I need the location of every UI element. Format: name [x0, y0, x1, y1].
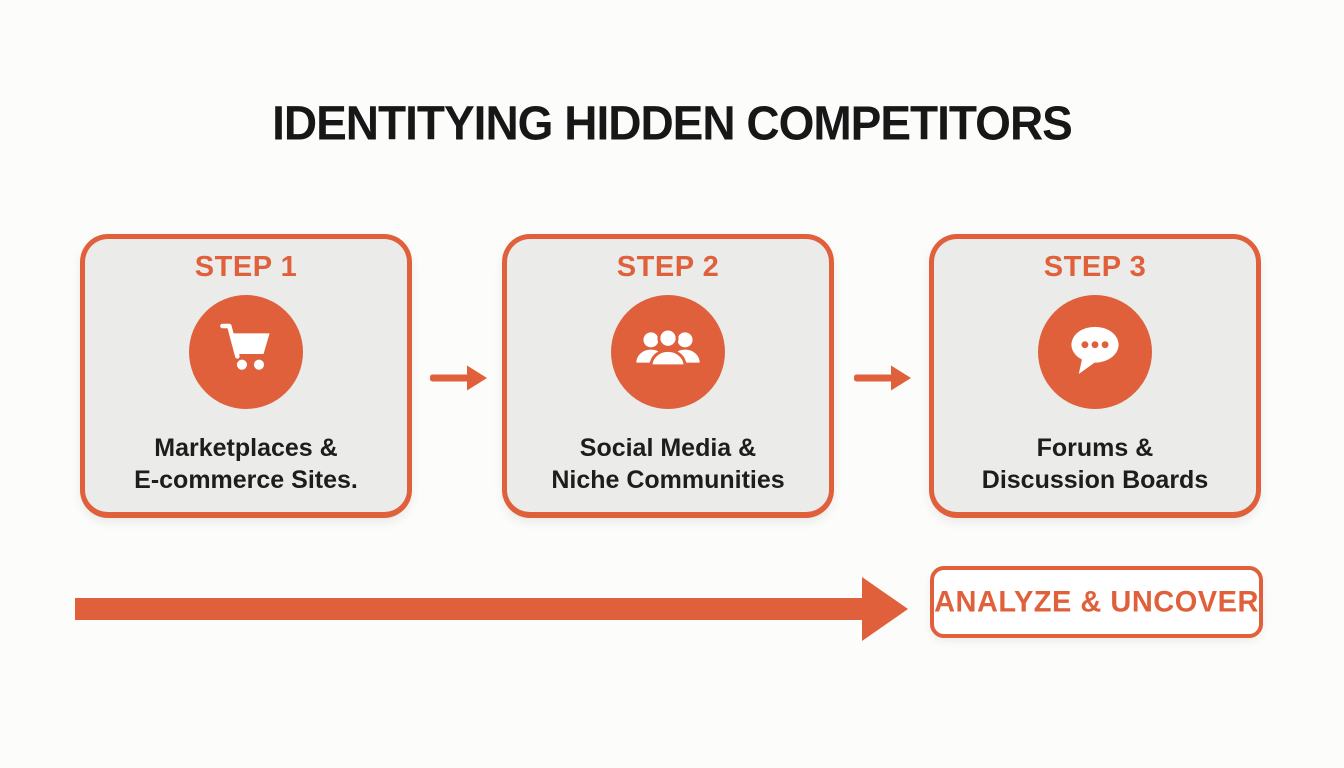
step-card-2: STEP 2 Social Media & Niche Communities	[502, 234, 834, 518]
step-card-3: STEP 3 Forums & Discussion Boards	[929, 234, 1261, 518]
analyze-uncover-box: ANALYZE & UNCOVER	[930, 566, 1263, 638]
step-3-text-line1: Forums &	[1036, 434, 1154, 462]
step-1-text-line1: Marketplaces &	[154, 434, 338, 462]
connector-arrow-1	[430, 358, 488, 403]
step-1-label: STEP 1	[194, 251, 298, 283]
analyze-uncover-label: ANALYZE & UNCOVER	[934, 585, 1259, 618]
step-1-text: Marketplaces & E-commerce Sites.	[134, 432, 358, 496]
step-3-icon-circle	[1038, 295, 1152, 409]
step-3-text-line2: Discussion Boards	[981, 466, 1209, 494]
shopping-cart-icon	[207, 313, 285, 391]
people-group-icon	[629, 313, 707, 391]
flow-arrow-icon	[75, 577, 908, 646]
speech-bubble-icon	[1056, 313, 1134, 391]
step-3-label: STEP 3	[1043, 251, 1147, 283]
step-2-icon-circle	[611, 295, 725, 409]
page-title: IDENTITYING HIDDEN COMPETITORS	[272, 95, 1073, 151]
step-3-text: Forums & Discussion Boards	[982, 432, 1208, 496]
step-1-text-line2: E-commerce Sites.	[134, 466, 358, 494]
step-1-icon-circle	[189, 295, 303, 409]
step-2-text-line1: Social Media &	[579, 434, 757, 462]
step-2-text-line2: Niche Communities	[551, 466, 785, 494]
arrow-right-icon	[430, 365, 488, 402]
step-2-label: STEP 2	[616, 251, 720, 283]
step-2-text: Social Media & Niche Communities	[551, 432, 784, 496]
arrow-right-icon	[854, 365, 912, 402]
connector-arrow-2	[854, 358, 912, 403]
step-card-1: STEP 1 Marketplaces & E-commerce Sites.	[80, 234, 412, 518]
